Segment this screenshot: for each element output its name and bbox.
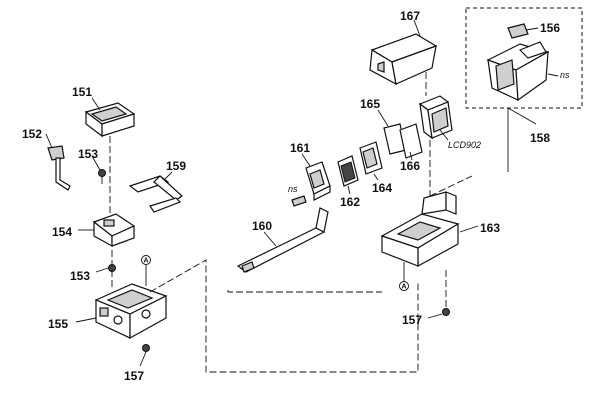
part-viewfinder-ns <box>486 41 550 102</box>
label-160: 160 <box>252 219 272 233</box>
part-161-bracket <box>305 161 331 201</box>
part-163-base <box>380 191 460 268</box>
label-157-right: 157 <box>402 313 422 327</box>
label-165: 165 <box>360 97 380 111</box>
label-152: 152 <box>22 127 42 141</box>
part-lcd902 <box>418 95 453 140</box>
part-155-chassis <box>94 283 168 340</box>
label-162: 162 <box>340 195 360 209</box>
label-157-left: 157 <box>124 369 144 383</box>
label-153-bottom: 153 <box>70 269 90 283</box>
marker-a-right-text: A <box>402 284 407 291</box>
label-lcd902: LCD902 <box>448 140 481 150</box>
marker-a-left <box>141 255 151 286</box>
part-158-group-box <box>465 7 583 109</box>
label-164: 164 <box>372 181 392 195</box>
part-153-screw-top <box>98 169 106 184</box>
part-ns-small <box>291 195 307 207</box>
part-154-plate <box>92 213 136 248</box>
label-153-top: 153 <box>78 147 98 161</box>
marker-a-left-text: A <box>144 258 149 265</box>
part-167-hood <box>369 33 438 86</box>
label-151: 151 <box>72 85 92 99</box>
part-156-label-plate <box>507 23 529 39</box>
label-167: 167 <box>400 9 420 23</box>
label-161: 161 <box>290 141 310 155</box>
label-159: 159 <box>166 159 186 173</box>
label-ns-box: ns <box>560 70 570 80</box>
part-164-frame <box>359 141 383 175</box>
part-166-sheet <box>399 123 423 159</box>
part-159-bracket <box>128 175 183 213</box>
marker-a-right <box>399 262 409 291</box>
label-ns-center: ns <box>288 184 298 194</box>
label-163: 163 <box>480 221 500 235</box>
part-152-clip <box>47 145 71 191</box>
label-158: 158 <box>530 131 550 145</box>
label-154: 154 <box>52 225 72 239</box>
part-157-screw-left <box>142 344 150 352</box>
label-166: 166 <box>400 159 420 173</box>
part-157-screw-right <box>442 308 450 316</box>
part-162-panel <box>337 155 359 187</box>
label-155: 155 <box>48 317 68 331</box>
label-156: 156 <box>540 21 560 35</box>
part-160-bar <box>236 207 329 273</box>
part-151-bracket <box>84 102 136 138</box>
